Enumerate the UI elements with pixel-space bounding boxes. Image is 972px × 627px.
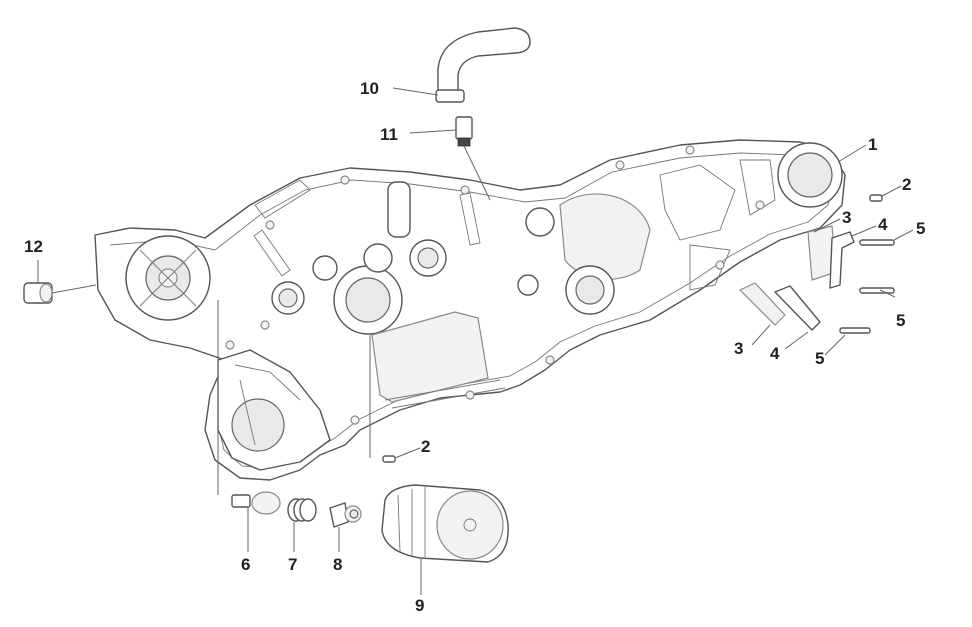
callout-4-lower: 4	[770, 344, 780, 363]
callout-4-upper: 4	[878, 215, 888, 234]
callout-9: 9	[415, 596, 424, 615]
relief-valve-sleeve	[231, 491, 281, 515]
callout-5-middle: 5	[896, 311, 905, 330]
callout-3-lower: 3	[734, 339, 743, 358]
callout-7: 7	[288, 555, 297, 574]
gasket-lower	[739, 282, 786, 326]
oil-filter	[381, 484, 509, 563]
callout-8: 8	[333, 555, 342, 574]
callout-6: 6	[241, 555, 250, 574]
breather-fitting	[455, 116, 473, 147]
callout-5-lower: 5	[815, 349, 824, 368]
callout-3-upper: 3	[842, 208, 851, 227]
bolts	[382, 194, 895, 463]
relief-valve-plug	[329, 502, 362, 528]
callout-2-upper: 2	[902, 175, 911, 194]
bolt-bosses	[225, 145, 765, 425]
callout-11: 11	[380, 125, 398, 144]
breather-hose	[435, 27, 531, 103]
callout-2-lower: 2	[421, 437, 430, 456]
callout-10: 10	[360, 79, 379, 98]
callouts: 1 2 3 4 5 5 3 4 5 2 6 7 8 9 10 11 12	[24, 79, 925, 615]
plug	[23, 282, 53, 304]
leader-lines	[37, 87, 914, 595]
timing-cover-casting	[94, 139, 846, 481]
relief-valve-spring	[287, 498, 317, 522]
callout-5-upper: 5	[916, 219, 925, 238]
callout-12: 12	[24, 237, 43, 256]
callout-1: 1	[868, 135, 877, 154]
bracket-lower	[774, 285, 821, 331]
bracket-upper	[829, 231, 855, 289]
